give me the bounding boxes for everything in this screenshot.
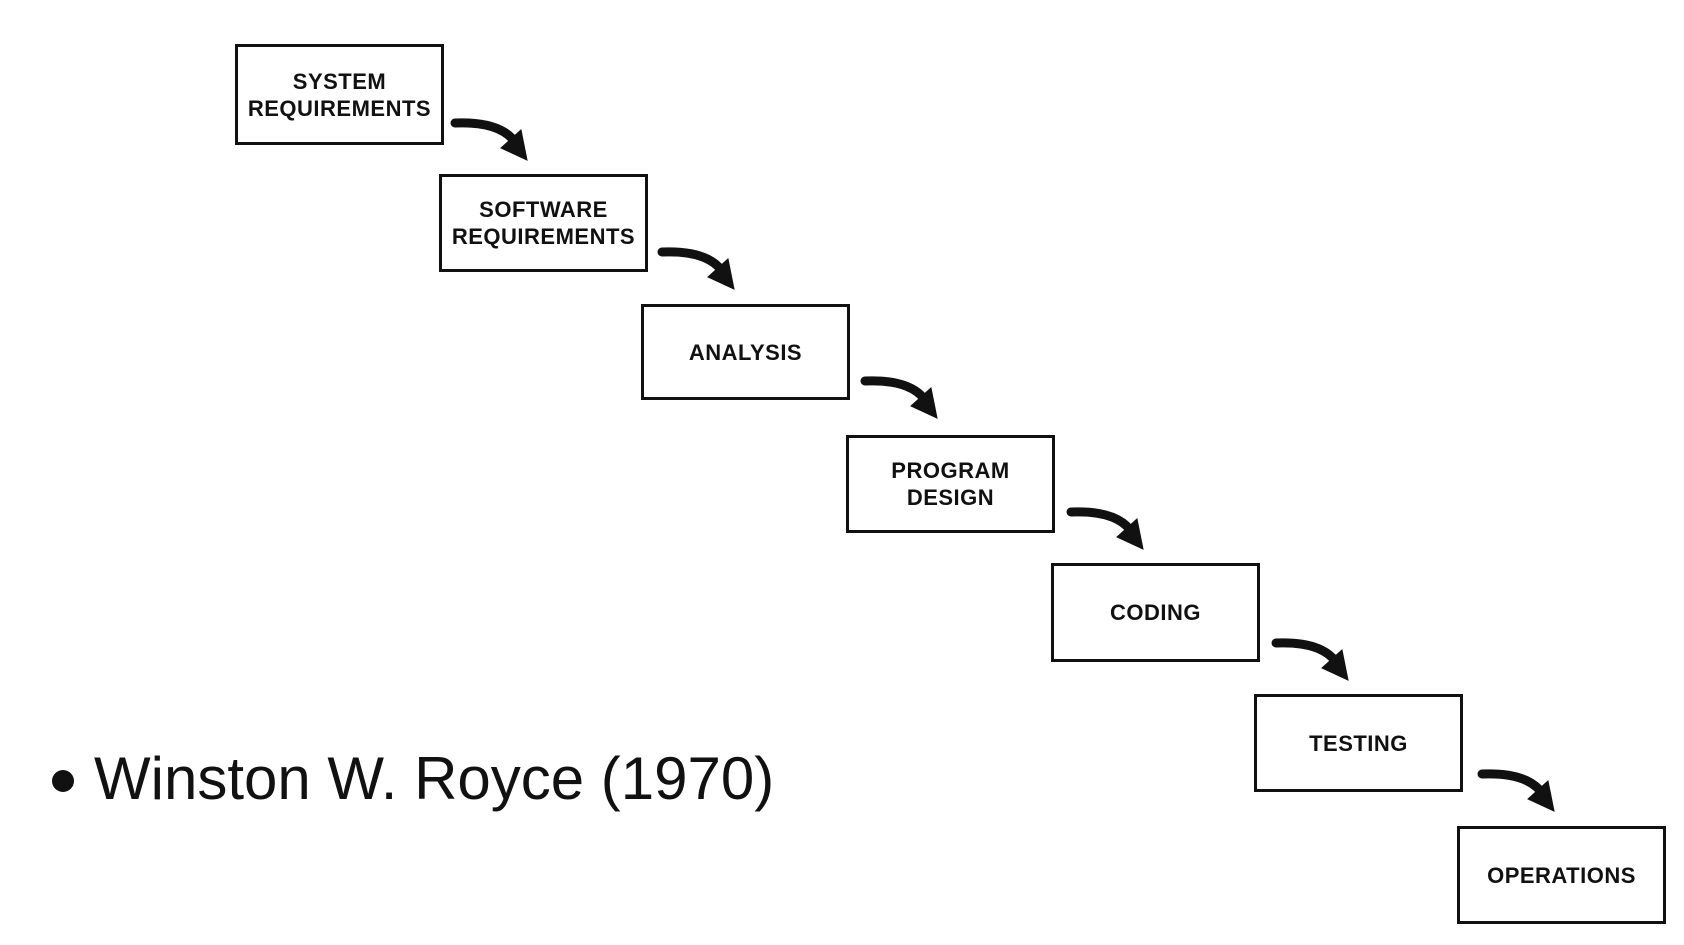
step-coding: CODING: [1051, 563, 1260, 662]
step-label: OPERATIONS: [1487, 862, 1636, 888]
step-label: CODING: [1110, 600, 1201, 625]
step-operations: OPERATIONS: [1457, 826, 1666, 924]
arrow-head-icon: [1116, 518, 1144, 550]
arrow-head-icon: [500, 129, 528, 161]
step-analysis: ANALYSIS: [641, 304, 850, 400]
bullet-dot-icon: [52, 769, 74, 792]
step-label: SYSTEM REQUIREMENTS: [247, 68, 432, 121]
step-system-requirements: SYSTEM REQUIREMENTS: [235, 44, 444, 145]
caption-text: Winston W. Royce (1970): [94, 745, 775, 812]
step-label: PROGRAM DESIGN: [891, 458, 1010, 510]
arrow-head-icon: [1527, 780, 1555, 812]
step-testing: TESTING: [1254, 694, 1463, 792]
step-software-requirements: SOFTWARE REQUIREMENTS: [439, 174, 648, 272]
step-label: SOFTWARE REQUIREMENTS: [451, 197, 636, 249]
step-label: TESTING: [1309, 730, 1408, 756]
caption-bullet: Winston W. Royce (1970): [52, 744, 774, 813]
step-program-design: PROGRAM DESIGN: [846, 435, 1055, 533]
step-label: ANALYSIS: [688, 339, 803, 365]
arrow-head-icon: [707, 258, 735, 290]
arrow-head-icon: [910, 387, 938, 419]
arrow-head-icon: [1321, 649, 1349, 681]
